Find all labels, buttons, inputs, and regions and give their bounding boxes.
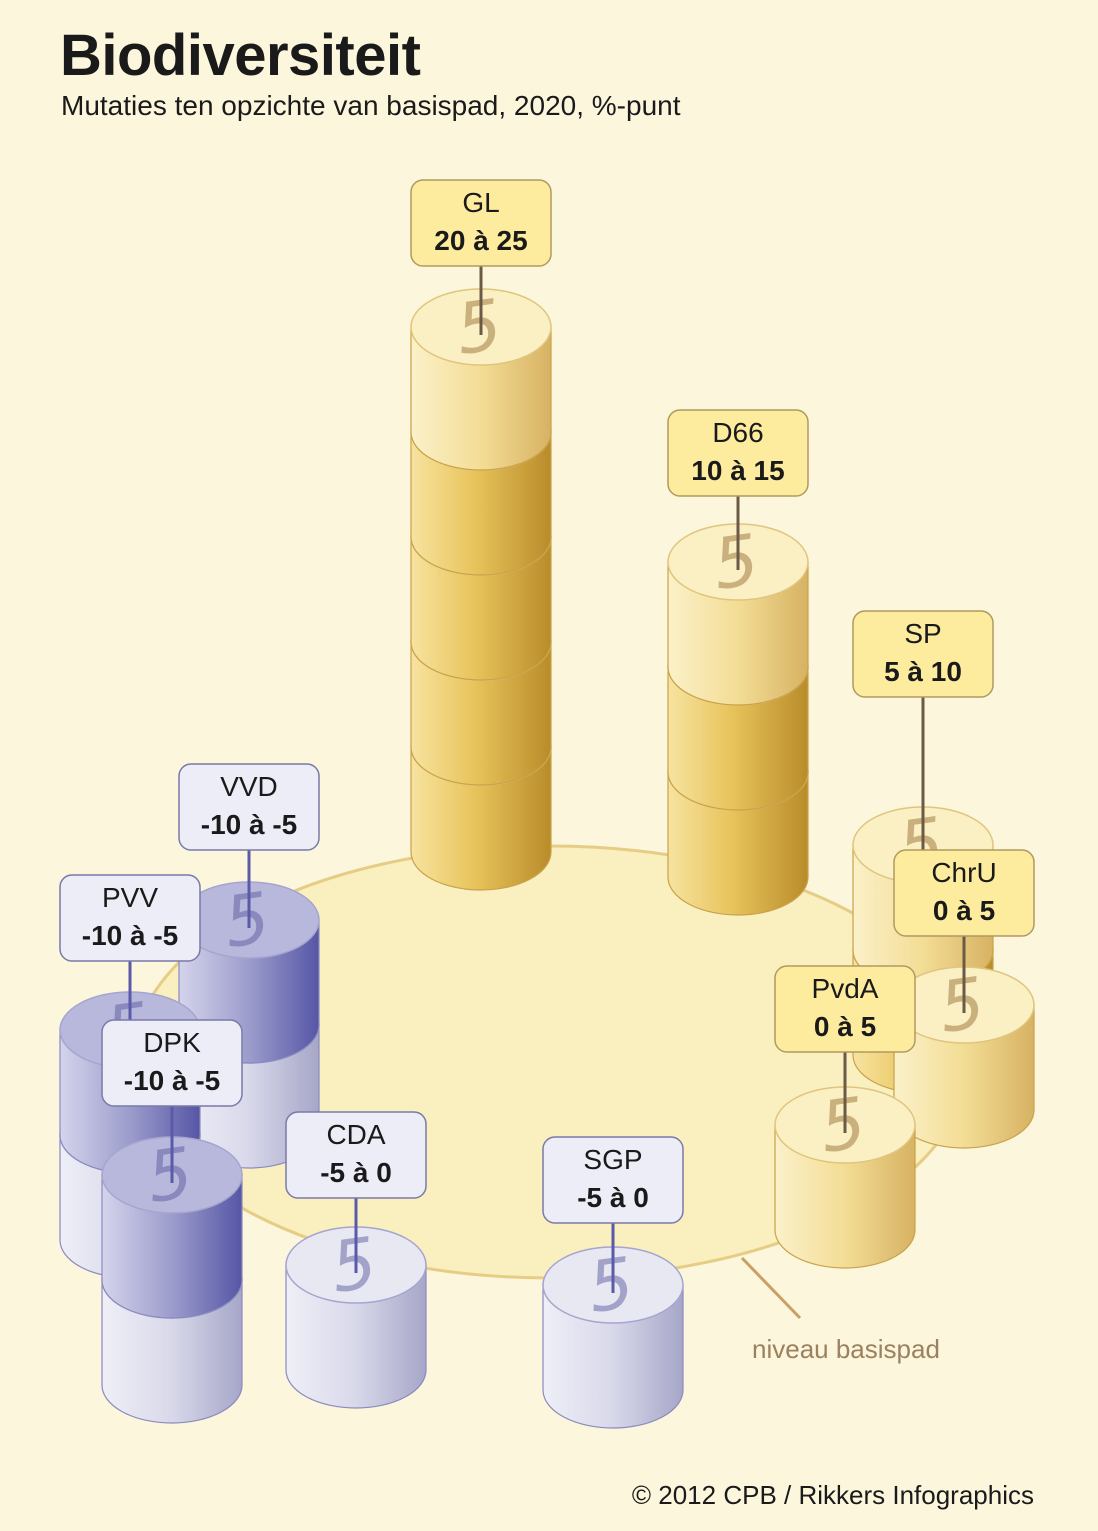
chart-subtitle: Mutaties ten opzichte van basispad, 2020… xyxy=(61,90,681,121)
party-name: VVD xyxy=(220,771,278,802)
bar-d66: 555D6610 à 15 xyxy=(667,409,809,916)
party-range: -5 à 0 xyxy=(320,1157,392,1188)
disc-gl-4 xyxy=(410,431,552,576)
disc-sgp-1 xyxy=(542,1284,684,1429)
party-name: SGP xyxy=(583,1144,642,1175)
party-range: 0 à 5 xyxy=(814,1011,876,1042)
party-name: DPK xyxy=(143,1027,201,1058)
party-range: 0 à 5 xyxy=(933,895,995,926)
party-name: ChrU xyxy=(931,857,996,888)
label-box xyxy=(59,874,201,962)
disc-gl-5 xyxy=(410,326,552,471)
label-pvv: PVV -10 à -5 xyxy=(59,874,201,962)
label-sgp: SGP -5 à 0 xyxy=(542,1136,684,1224)
label-box xyxy=(667,409,809,497)
bar-gl: 55555GL20 à 25 xyxy=(410,179,552,891)
disc-d66-3 xyxy=(667,561,809,706)
baseline-label: niveau basispad xyxy=(752,1334,940,1364)
bar-dpk: 55DPK-10 à -5 xyxy=(101,1019,243,1424)
disc-pvda-1 xyxy=(774,1124,916,1269)
party-name: GL xyxy=(462,187,499,218)
party-name: D66 xyxy=(712,417,763,448)
label-sp: SP 5 à 10 xyxy=(852,610,994,698)
label-dpk: DPK -10 à -5 xyxy=(101,1019,243,1107)
party-range: -5 à 0 xyxy=(577,1182,649,1213)
copyright-credit: © 2012 CPB / Rikkers Infographics xyxy=(631,1480,1034,1510)
party-range: -10 à -5 xyxy=(124,1065,221,1096)
label-box xyxy=(101,1019,243,1107)
party-range: 10 à 15 xyxy=(691,455,784,486)
label-chru: ChrU 0 à 5 xyxy=(893,849,1035,937)
party-name: SP xyxy=(904,618,941,649)
label-vvd: VVD -10 à -5 xyxy=(178,763,320,851)
disc-dpk-1 xyxy=(101,1279,243,1424)
party-range: -10 à -5 xyxy=(201,809,298,840)
label-cda: CDA -5 à 0 xyxy=(285,1111,427,1199)
label-d66: D66 10 à 15 xyxy=(667,409,809,497)
disc-cda-1 xyxy=(285,1264,427,1409)
label-box xyxy=(893,849,1035,937)
label-pvda: PvdA 0 à 5 xyxy=(774,965,916,1053)
label-box xyxy=(774,965,916,1053)
label-box xyxy=(285,1111,427,1199)
party-range: 5 à 10 xyxy=(884,656,962,687)
label-box xyxy=(178,763,320,851)
label-box xyxy=(410,179,552,267)
label-gl: GL 20 à 25 xyxy=(410,179,552,267)
party-name: PvdA xyxy=(812,973,879,1004)
party-range: 20 à 25 xyxy=(434,225,527,256)
party-name: CDA xyxy=(326,1119,385,1150)
chart-title: Biodiversiteit xyxy=(60,23,421,88)
disc-gl-3 xyxy=(410,536,552,681)
label-box xyxy=(542,1136,684,1224)
disc-gl-1 xyxy=(410,746,552,891)
label-box xyxy=(852,610,994,698)
disc-d66-1 xyxy=(667,771,809,916)
baseline-leader-line xyxy=(740,1256,802,1320)
disc-dpk-2 xyxy=(101,1174,243,1319)
party-range: -10 à -5 xyxy=(82,920,179,951)
party-name: PVV xyxy=(102,882,158,913)
disc-d66-2 xyxy=(667,666,809,811)
disc-gl-2 xyxy=(410,641,552,786)
